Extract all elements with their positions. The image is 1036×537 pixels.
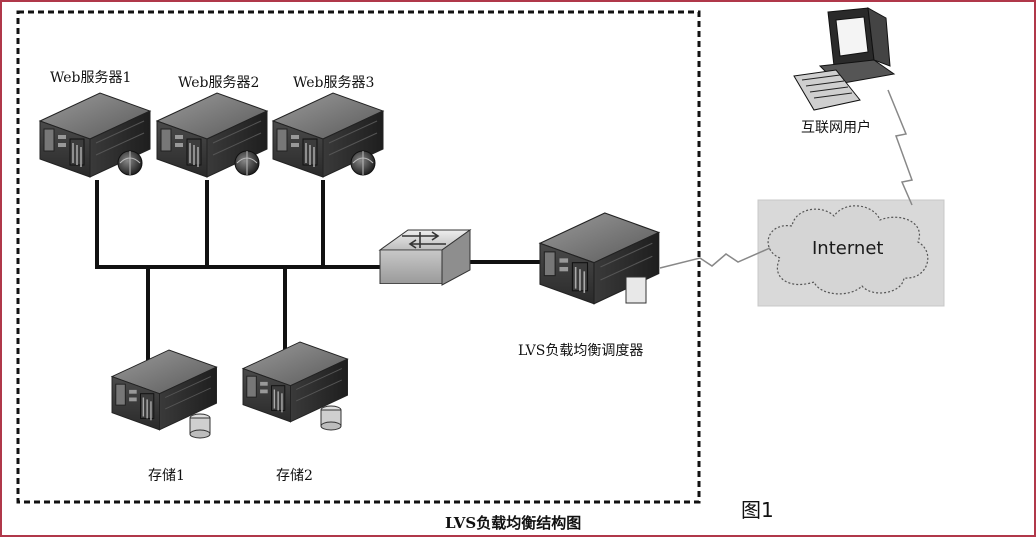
storage-2-icon <box>242 341 349 431</box>
storage-1-icon <box>111 349 218 439</box>
internet-user-pc-icon <box>793 7 896 111</box>
web-server-1-icon <box>39 92 151 178</box>
figure-number: 图1 <box>741 498 774 522</box>
web-server-3-label: Web服务器3 <box>293 75 375 91</box>
lvs-director-label: LVS负载均衡调度器 <box>518 343 644 359</box>
wan-links <box>659 89 914 269</box>
switch-icon <box>378 229 472 286</box>
internet-label: Internet <box>812 238 884 259</box>
web-server-2-icon <box>156 92 268 178</box>
web-server-2-label: Web服务器2 <box>178 75 260 91</box>
web-server-1-label: Web服务器1 <box>50 70 132 86</box>
network-links <box>95 180 545 384</box>
lan-boundary <box>16 10 701 504</box>
storage-2-label: 存储2 <box>276 468 313 484</box>
internet-cloud-icon <box>757 199 945 307</box>
web-server-3-icon <box>272 92 384 178</box>
internet-user-label: 互联网用户 <box>801 120 871 136</box>
storage-1-label: 存储1 <box>148 468 185 484</box>
diagram-caption: LVS负载均衡结构图 <box>445 514 582 532</box>
lvs-director-icon <box>539 212 660 305</box>
